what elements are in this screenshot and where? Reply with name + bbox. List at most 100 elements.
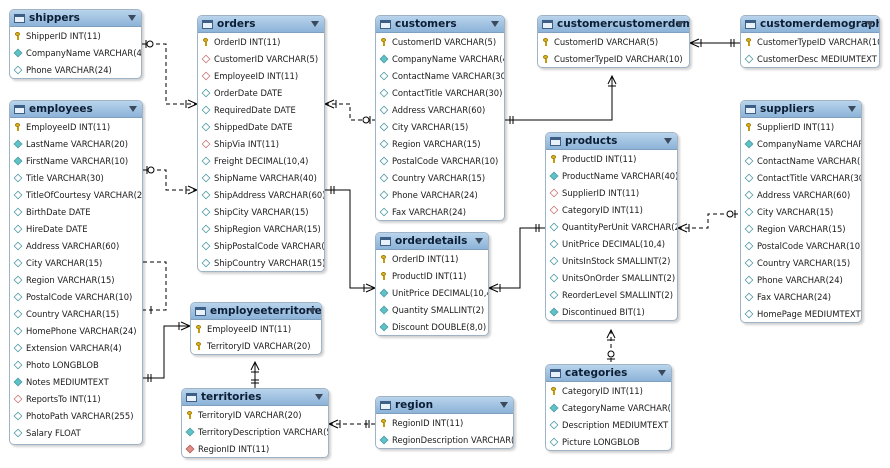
column-row[interactable]: CustomerTypeID VARCHAR(10) <box>538 50 689 67</box>
chevron-down-icon[interactable] <box>129 106 137 112</box>
column-row[interactable]: Phone VARCHAR(24) <box>10 61 141 78</box>
column-row[interactable]: Discount DOUBLE(8,0) <box>376 318 488 335</box>
column-row[interactable]: ProductID INT(11) <box>546 150 677 167</box>
chevron-down-icon[interactable] <box>658 370 666 376</box>
column-row[interactable]: RegionID INT(11) <box>376 414 513 431</box>
column-row[interactable]: Phone VARCHAR(24) <box>376 186 504 203</box>
column-row[interactable]: OrderID INT(11) <box>376 250 488 267</box>
column-row[interactable]: CustomerTypeID VARCHAR(10) <box>741 33 879 50</box>
column-row[interactable]: ShipName VARCHAR(40) <box>198 169 324 186</box>
chevron-down-icon[interactable] <box>676 21 684 27</box>
column-row[interactable]: ReorderLevel SMALLINT(2) <box>546 286 677 303</box>
column-row[interactable]: OrderDate DATE <box>198 84 324 101</box>
column-row[interactable]: Address VARCHAR(60) <box>741 186 861 203</box>
column-row[interactable]: ShipCountry VARCHAR(15) <box>198 254 324 271</box>
column-row[interactable]: Discontinued BIT(1) <box>546 303 677 320</box>
column-row[interactable]: CustomerDesc MEDIUMTEXT <box>741 50 879 67</box>
column-row[interactable]: EmployeeID INT(11) <box>10 118 142 135</box>
chevron-down-icon[interactable] <box>848 106 856 112</box>
column-row[interactable]: Extension VARCHAR(4) <box>10 339 142 356</box>
column-row[interactable]: Salary FLOAT <box>10 424 142 441</box>
column-row[interactable]: CompanyName VARCHAR(... <box>741 135 861 152</box>
column-row[interactable]: ProductID INT(11) <box>376 267 488 284</box>
column-row[interactable]: ReportsTo INT(11) <box>10 390 142 407</box>
chevron-down-icon[interactable] <box>311 21 319 27</box>
table-header[interactable]: orders <box>198 16 324 33</box>
table-header[interactable]: shippers <box>10 10 141 27</box>
table-header[interactable]: region <box>376 397 513 414</box>
column-row[interactable]: ContactName VARCHAR(30) <box>741 152 861 169</box>
column-row[interactable]: UnitPrice DECIMAL(10,4) <box>376 284 488 301</box>
column-row[interactable]: ContactTitle VARCHAR(30) <box>741 169 861 186</box>
column-row[interactable]: Country VARCHAR(15) <box>741 254 861 271</box>
column-row[interactable]: ShippedDate DATE <box>198 118 324 135</box>
column-row[interactable]: SupplierID INT(11) <box>741 118 861 135</box>
column-row[interactable]: ContactName VARCHAR(30) <box>376 67 504 84</box>
column-row[interactable]: Phone VARCHAR(24) <box>741 271 861 288</box>
column-row[interactable]: Title VARCHAR(30) <box>10 169 142 186</box>
column-row[interactable]: Address VARCHAR(60) <box>10 237 142 254</box>
column-row[interactable]: ContactTitle VARCHAR(30) <box>376 84 504 101</box>
column-row[interactable]: ShipRegion VARCHAR(15) <box>198 220 324 237</box>
column-row[interactable]: ShipperID INT(11) <box>10 27 141 44</box>
column-row[interactable]: EmployeeID INT(11) <box>198 67 324 84</box>
column-row[interactable]: City VARCHAR(15) <box>10 254 142 271</box>
column-row[interactable]: CategoryID INT(11) <box>546 382 671 399</box>
column-row[interactable]: RegionID INT(11) <box>182 440 328 457</box>
column-row[interactable]: SupplierID INT(11) <box>546 184 677 201</box>
column-row[interactable]: PostalCode VARCHAR(10) <box>741 237 861 254</box>
column-row[interactable]: ProductName VARCHAR(40) <box>546 167 677 184</box>
table-header[interactable]: customers <box>376 16 504 33</box>
column-row[interactable]: CompanyName VARCHAR(40) <box>10 44 141 61</box>
column-row[interactable]: Region VARCHAR(15) <box>376 135 504 152</box>
column-row[interactable]: HomePhone VARCHAR(24) <box>10 322 142 339</box>
column-row[interactable]: ShipPostalCode VARCHAR(10) <box>198 237 324 254</box>
column-row[interactable]: Photo LONGBLOB <box>10 356 142 373</box>
column-row[interactable]: TerritoryID VARCHAR(20) <box>182 406 328 423</box>
column-row[interactable]: Freight DECIMAL(10,4) <box>198 152 324 169</box>
chevron-down-icon[interactable] <box>866 21 874 27</box>
column-row[interactable]: FirstName VARCHAR(10) <box>10 152 142 169</box>
column-row[interactable]: City VARCHAR(15) <box>741 203 861 220</box>
column-row[interactable]: UnitsOnOrder SMALLINT(2) <box>546 269 677 286</box>
column-row[interactable]: RequiredDate DATE <box>198 101 324 118</box>
column-row[interactable]: ShipVia INT(11) <box>198 135 324 152</box>
column-row[interactable]: CategoryName VARCHAR(15) <box>546 399 671 416</box>
table-header[interactable]: products <box>546 133 677 150</box>
column-row[interactable]: PostalCode VARCHAR(10) <box>10 288 142 305</box>
table-header[interactable]: categories <box>546 365 671 382</box>
table-header[interactable]: customercustomerdemo <box>538 16 689 33</box>
table-header[interactable]: suppliers <box>741 101 861 118</box>
column-row[interactable]: Quantity SMALLINT(2) <box>376 301 488 318</box>
column-row[interactable]: Country VARCHAR(15) <box>10 305 142 322</box>
table-header[interactable]: territories <box>182 389 328 406</box>
column-row[interactable]: EmployeeID INT(11) <box>191 320 321 337</box>
column-row[interactable]: UnitPrice DECIMAL(10,4) <box>546 235 677 252</box>
chevron-down-icon[interactable] <box>315 394 323 400</box>
column-row[interactable]: ShipCity VARCHAR(15) <box>198 203 324 220</box>
column-row[interactable]: HomePage MEDIUMTEXT <box>741 305 861 322</box>
column-row[interactable]: Address VARCHAR(60) <box>376 101 504 118</box>
column-row[interactable]: CustomerID VARCHAR(5) <box>538 33 689 50</box>
column-row[interactable]: Notes MEDIUMTEXT <box>10 373 142 390</box>
column-row[interactable]: City VARCHAR(15) <box>376 118 504 135</box>
column-row[interactable]: Fax VARCHAR(24) <box>376 203 504 220</box>
chevron-down-icon[interactable] <box>475 238 483 244</box>
column-row[interactable]: CustomerID VARCHAR(5) <box>198 50 324 67</box>
column-row[interactable]: Region VARCHAR(15) <box>741 220 861 237</box>
column-row[interactable]: Country VARCHAR(15) <box>376 169 504 186</box>
column-row[interactable]: Fax VARCHAR(24) <box>741 288 861 305</box>
column-row[interactable]: TitleOfCourtesy VARCHAR(25) <box>10 186 142 203</box>
column-row[interactable]: CompanyName VARCHAR(40) <box>376 50 504 67</box>
column-row[interactable]: Region VARCHAR(15) <box>10 271 142 288</box>
column-row[interactable]: PhotoPath VARCHAR(255) <box>10 407 142 424</box>
column-row[interactable]: CustomerID VARCHAR(5) <box>376 33 504 50</box>
